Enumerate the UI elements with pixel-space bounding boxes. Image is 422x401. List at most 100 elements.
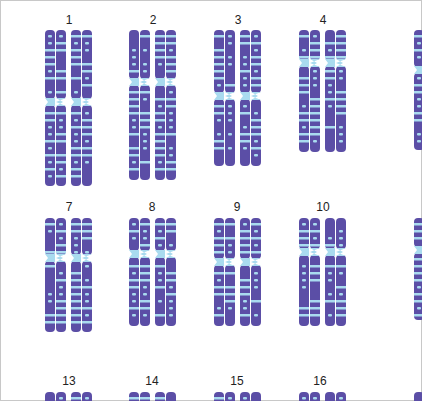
chromosome-dot bbox=[243, 84, 247, 87]
centromere bbox=[214, 92, 224, 100]
chromosome-band bbox=[251, 126, 261, 129]
chromosome-dot bbox=[328, 293, 332, 296]
chromatid bbox=[325, 30, 335, 152]
chromosome-number: 14 bbox=[145, 374, 158, 388]
chromosome-band bbox=[310, 56, 320, 59]
chromosome-band bbox=[310, 105, 320, 108]
chromatid bbox=[155, 392, 165, 401]
chromosome-dot bbox=[74, 91, 78, 94]
chromosome-band bbox=[240, 35, 250, 38]
chromosome-band bbox=[225, 223, 235, 226]
chromosome-dot bbox=[158, 244, 162, 247]
chromosome-band bbox=[155, 119, 165, 122]
chromosome-dot bbox=[228, 397, 232, 400]
chromosome-dot bbox=[59, 168, 63, 171]
centromere bbox=[166, 78, 176, 86]
chromosome-dot bbox=[169, 300, 173, 303]
chromosome-band bbox=[299, 84, 309, 87]
chromosome-dot bbox=[48, 230, 52, 233]
chromosome-band bbox=[310, 49, 320, 52]
chromosome-band bbox=[225, 237, 235, 240]
chromosome-arm bbox=[129, 30, 139, 79]
chromosome-band bbox=[155, 237, 165, 240]
chromatid bbox=[129, 30, 139, 180]
chromosome-band bbox=[166, 133, 176, 136]
chromosome-arm bbox=[310, 255, 320, 326]
chromosome-band bbox=[71, 168, 81, 171]
chromatid bbox=[251, 30, 261, 166]
chromosome-arm bbox=[71, 30, 81, 99]
centromere bbox=[299, 59, 309, 67]
chromosome-band bbox=[155, 42, 165, 45]
chromosome-dot bbox=[132, 56, 136, 59]
centromere bbox=[140, 250, 150, 258]
chromosome-arm bbox=[414, 253, 422, 320]
chromosome-band bbox=[336, 98, 346, 101]
chromosome-dot bbox=[254, 35, 258, 38]
chromosome-dot bbox=[143, 230, 147, 233]
chromosome-dot bbox=[243, 147, 247, 150]
chromosome-dot bbox=[313, 35, 317, 38]
chromosome-dot bbox=[254, 49, 258, 52]
centromere bbox=[310, 59, 320, 67]
chromosome-band bbox=[225, 84, 235, 87]
chromosome-dot bbox=[302, 265, 306, 268]
chromatid bbox=[414, 218, 422, 320]
chromatid bbox=[140, 218, 150, 326]
chromosome-band bbox=[56, 42, 66, 45]
chromatid bbox=[240, 30, 250, 166]
chromosome-dot bbox=[217, 119, 221, 122]
chromosome-band bbox=[56, 175, 66, 178]
chromosome-dot bbox=[85, 314, 89, 317]
chromosome-dot bbox=[339, 237, 343, 240]
chromatid bbox=[336, 30, 346, 152]
chromosome-band bbox=[251, 119, 261, 122]
chromosome-band bbox=[240, 42, 250, 45]
chromosome-dot bbox=[85, 265, 89, 268]
centromere bbox=[325, 248, 335, 256]
chromosome-dot bbox=[328, 84, 332, 87]
chromosome-dot bbox=[417, 56, 421, 59]
chromosome-band bbox=[155, 397, 165, 400]
chromosome-dot bbox=[132, 126, 136, 129]
chromosome-band bbox=[214, 35, 224, 38]
chromosome-band bbox=[82, 286, 92, 289]
chromosome-band bbox=[251, 63, 261, 66]
chromosome-band bbox=[82, 119, 92, 122]
chromosome-band bbox=[414, 265, 422, 268]
chromosome-group bbox=[45, 30, 422, 401]
chromosome-dot bbox=[313, 140, 317, 143]
chromatid bbox=[336, 392, 346, 401]
chromatid bbox=[129, 218, 139, 326]
chromosome-dot bbox=[169, 307, 173, 310]
chromosome-dot bbox=[143, 147, 147, 150]
chromatid bbox=[310, 218, 320, 326]
chromosome-band bbox=[56, 321, 66, 324]
chromosome-dot bbox=[302, 126, 306, 129]
chromosome-arm bbox=[310, 218, 320, 249]
chromosome-band bbox=[414, 237, 422, 240]
chromosome-arm bbox=[140, 257, 150, 326]
chromosome-arm bbox=[251, 392, 261, 401]
chromosome-band bbox=[299, 77, 309, 80]
chromosome-dot bbox=[85, 397, 89, 400]
chromosome-band bbox=[310, 42, 320, 45]
chromosome-band bbox=[166, 161, 176, 164]
chromosome-band bbox=[414, 293, 422, 296]
chromosome-band bbox=[82, 147, 92, 150]
chromosome-dot bbox=[59, 237, 63, 240]
chromosome-number: 9 bbox=[234, 200, 241, 214]
chromatid bbox=[45, 30, 55, 186]
chromosome-dot bbox=[48, 35, 52, 38]
chromosome-band bbox=[240, 314, 250, 317]
chromosome-band bbox=[56, 77, 66, 80]
chromosome-dot bbox=[243, 307, 247, 310]
chromosome-band bbox=[310, 112, 320, 115]
chromatid bbox=[225, 30, 235, 166]
chromosome-arm bbox=[214, 99, 224, 166]
chromosome-dot bbox=[143, 140, 147, 143]
chromosome-arm bbox=[414, 392, 422, 401]
chromosome-arm bbox=[45, 392, 55, 401]
chromatid bbox=[56, 30, 66, 186]
chromosome-arm bbox=[336, 218, 346, 249]
